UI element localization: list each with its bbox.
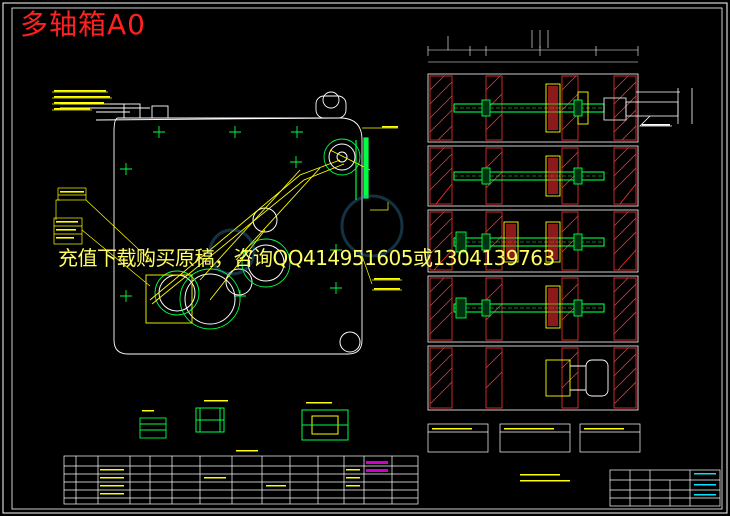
parts-list-text [100, 461, 388, 495]
section-bands [427, 73, 639, 411]
gear-pitch-circles [154, 138, 361, 330]
gear-fill [506, 86, 558, 326]
small-section-3 [301, 409, 349, 441]
left-callouts [52, 91, 151, 287]
right-callouts [359, 127, 402, 291]
crosshair-marks [120, 126, 342, 302]
small-section-2 [195, 407, 225, 433]
title-block [609, 469, 721, 507]
dimension-line-top [427, 30, 639, 63]
watermark-logo [208, 194, 404, 276]
bearings [455, 99, 583, 319]
shafts [453, 103, 605, 313]
watermark-text: 充值下载购买原稿，咨询QQ414951605或1304139763 [58, 246, 555, 270]
right-side-flange [355, 137, 369, 200]
spindle-extension [603, 88, 693, 127]
motor-body [570, 359, 609, 397]
section-callouts [427, 423, 641, 453]
shaft-gears [503, 83, 589, 397]
hatched-walls [429, 75, 637, 409]
left-callout-labels [54, 90, 110, 239]
small-section-1 [139, 417, 167, 439]
title-banner: 多轴箱A0 [20, 8, 146, 41]
transmission-lines [145, 149, 371, 324]
parts-list-table [63, 455, 419, 505]
gearbox-front-view [60, 91, 363, 355]
inner-frame [11, 7, 723, 510]
